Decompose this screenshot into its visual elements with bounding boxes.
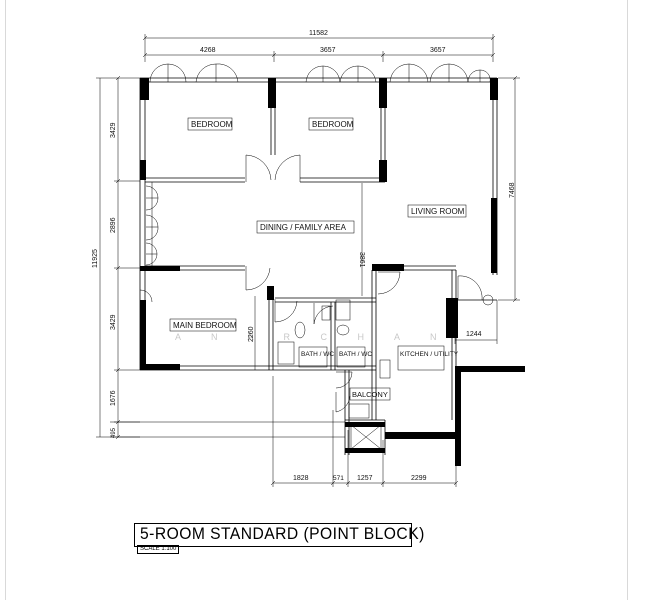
label-bath-wc-1: BATH / WC xyxy=(301,351,334,358)
label-balcony: BALCONY xyxy=(352,390,388,399)
dimension-values: 11582 4268 3657 3657 11925 3429 2896 342… xyxy=(92,30,516,482)
dim-left-segment-3: 3429 xyxy=(110,314,117,330)
dim-bottom-segment-3: 1257 xyxy=(357,475,373,482)
dim-living-room-height: 7468 xyxy=(509,182,516,198)
dim-left-segment-1: 3429 xyxy=(110,122,117,138)
dim-entry-width: 1244 xyxy=(466,331,482,338)
scale-note: SCALE 1:100 xyxy=(137,545,180,554)
dim-dining-depth: 3861 xyxy=(358,252,365,268)
label-kitchen-utility: KITCHEN / UTILITY xyxy=(400,351,459,358)
label-bedroom-2: BEDROOM xyxy=(312,120,354,129)
dimension-lines xyxy=(96,34,520,487)
label-bedroom-1: BEDROOM xyxy=(191,120,233,129)
dim-bottom-segment-4: 2299 xyxy=(411,475,427,482)
plan-title: 5-ROOM STANDARD (POINT BLOCK) xyxy=(140,524,425,543)
title-box xyxy=(134,523,412,547)
page-border-right xyxy=(627,0,628,600)
dim-top-segment-1: 4268 xyxy=(200,47,216,54)
dim-left-segment-5: 495 xyxy=(111,427,117,438)
doors xyxy=(139,154,494,413)
dim-left-segment-4: 1676 xyxy=(110,390,117,406)
wall-outlines xyxy=(139,77,498,455)
dim-bottom-segment-2: 571 xyxy=(333,475,344,482)
label-bath-wc-2: BATH / WC xyxy=(339,351,372,358)
watermark-text: A N A R C H A N xyxy=(175,332,451,342)
room-labels: BEDROOM BEDROOM LIVING ROOM DINING / FAM… xyxy=(169,117,467,401)
windows xyxy=(145,63,491,266)
structural-columns xyxy=(140,78,525,466)
fixtures xyxy=(277,299,391,450)
dim-top-segment-3: 3657 xyxy=(430,47,446,54)
label-living-room: LIVING ROOM xyxy=(411,207,465,216)
dim-left-segment-2: 2896 xyxy=(110,217,117,233)
label-main-bedroom: MAIN BEDROOM xyxy=(173,321,237,330)
label-dining-family-area: DINING / FAMILY AREA xyxy=(260,223,347,232)
dim-main-bedroom-depth: 2260 xyxy=(248,326,255,342)
dim-bottom-segment-1: 1828 xyxy=(293,475,309,482)
dim-top-segment-2: 3657 xyxy=(320,47,336,54)
dim-overall-width: 11582 xyxy=(309,30,328,37)
page-border-left xyxy=(5,0,6,600)
dim-overall-height: 11925 xyxy=(92,249,99,268)
